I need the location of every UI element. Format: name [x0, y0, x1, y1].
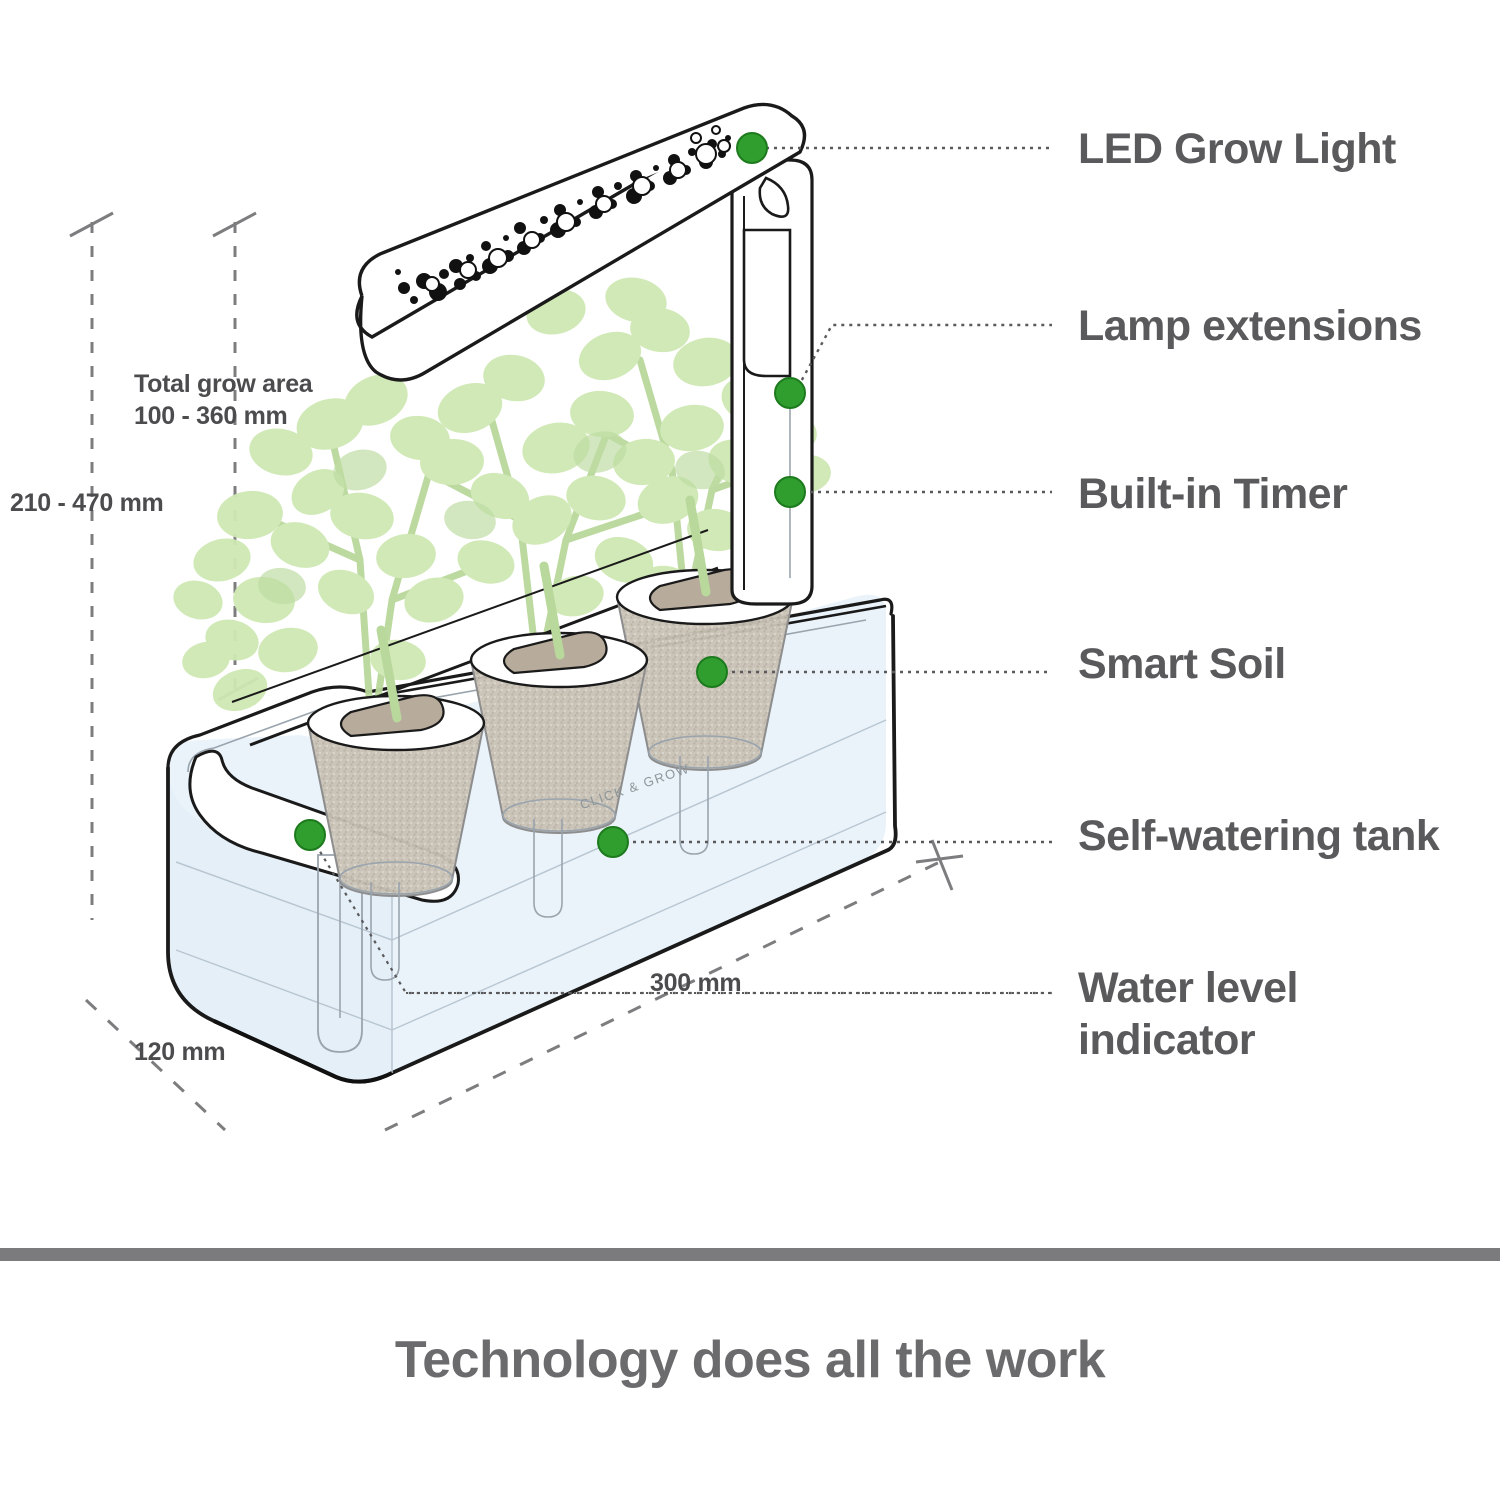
dimension-label-depth: 120 mm	[134, 1038, 226, 1066]
dot-led-grow-light	[736, 132, 768, 164]
dot-built-in-timer	[774, 476, 806, 508]
dimension-label-width: 300 mm	[650, 969, 742, 997]
callout-label-smart-soil: Smart Soil	[1078, 640, 1286, 688]
callout-dots	[294, 132, 806, 858]
footer-caption: Technology does all the work	[394, 1331, 1106, 1389]
callout-label-lamp-extensions: Lamp extensions	[1078, 302, 1422, 350]
callout-label-led-grow-light: LED Grow Light	[1078, 125, 1396, 173]
dimension-label-total-height: 210 - 470 mm	[10, 489, 164, 517]
pod-front	[306, 694, 486, 981]
dimension-label-total-grow-area: Total grow area 100 - 360 mm	[134, 370, 313, 430]
dot-smart-soil	[696, 656, 728, 688]
led-lamp-head	[355, 102, 807, 382]
section-divider	[0, 1248, 1500, 1261]
dot-water-level	[294, 819, 326, 851]
callout-leaders	[294, 132, 1052, 995]
water-level-tube	[317, 854, 363, 1053]
dot-lamp-extensions	[774, 377, 806, 409]
callout-label-built-in-timer: Built-in Timer	[1078, 470, 1348, 518]
dot-self-watering-tank	[597, 826, 629, 858]
callout-label-self-watering-tank: Self-watering tank	[1078, 812, 1440, 860]
callout-label-water-level-indicator: Water level indicator	[1078, 964, 1298, 1064]
pod-sprouts	[376, 495, 711, 723]
